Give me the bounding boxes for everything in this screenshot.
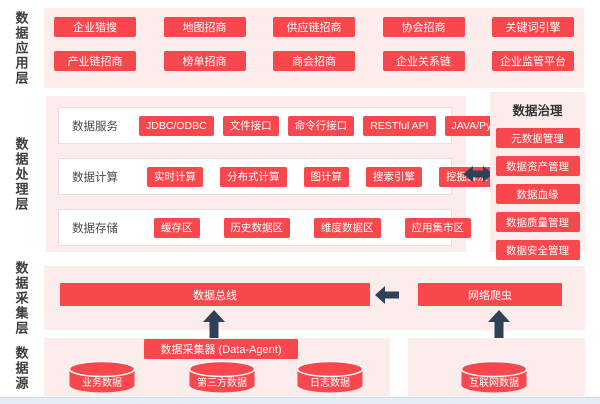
data-service-row: 数据服务 JDBC/ODBC 文件接口 命令行接口 RESTful API JA… [58,107,540,144]
compute-chip-graph: 图计算 [303,166,349,187]
svg-text:日志数据: 日志数据 [310,376,350,389]
app-chip-enterprise-relation: 企业关系链 [382,51,465,71]
app-chip-association-investment: 协会招商 [382,17,465,37]
source-left-panel: 数据采集器 (Data-Agent) 业务数据 第三方数据 日志数据 [44,338,390,396]
processing-layer-panel: 数据服务 JDBC/ODBC 文件接口 命令行接口 RESTful API JA… [46,96,540,252]
gov-chip-data-quality: 数据质量管理 [495,212,580,232]
service-chip-file-interface: 文件接口 [222,115,279,136]
app-chip-enterprise-search: 企业猎搜 [54,17,136,37]
app-chip-supplychain-investment: 供应链招商 [273,17,355,37]
app-chip-enterprise-supervision: 企业监管平台 [492,51,574,71]
app-chip-chamber-investment: 商会招商 [273,51,355,71]
gov-chip-metadata: 元数据管理 [495,128,580,148]
storage-chip-history: 历史数据区 [223,217,290,238]
app-chip-keyword-engine: 关键词引擎 [492,17,574,37]
up-arrow-icon [203,310,225,341]
up-arrow-icon [488,310,510,341]
governance-list: 元数据管理 数据资产管理 数据血缘 数据质量管理 数据安全管理 [490,128,585,260]
thirdparty-data-cylinder: 第三方数据 [188,360,256,393]
service-chip-restful-api: RESTful API [363,115,436,136]
gov-chip-data-lineage: 数据血缘 [495,184,580,204]
service-chip-jdbc-odbc: JDBC/ODBC [139,115,214,136]
data-bus-bar: 数据总线 [60,283,370,306]
storage-chip-cache: 缓存区 [154,217,200,238]
app-chip-map-investment: 地图招商 [163,17,246,37]
bottom-edge-strip [0,397,600,404]
layer-label-collection: 数据采集层 [13,260,29,336]
source-right-panel: 互联网数据 [408,338,585,396]
data-agent-bar: 数据采集器 (Data-Agent) [144,339,298,359]
gov-chip-data-security: 数据安全管理 [495,240,580,260]
business-data-cylinder: 业务数据 [68,360,136,393]
compute-chip-distributed: 分布式计算 [220,166,287,187]
svg-text:互联网数据: 互联网数据 [469,376,519,389]
layer-label-processing: 数据处理层 [13,136,29,212]
web-crawler-bar: 网络爬虫 [418,283,562,306]
governance-panel: 数据治理 元数据管理 数据资产管理 数据血缘 数据质量管理 数据安全管理 [490,92,585,260]
collection-layer-panel: 数据总线 网络爬虫 [44,266,585,330]
compute-chip-realtime: 实时计算 [147,166,203,187]
storage-chip-app-mart: 应用集市区 [404,217,471,238]
layer-label-application: 数据应用层 [13,10,29,86]
layer-label-source: 数据源 [13,345,29,391]
application-row-2: 产业链招商 榜单招商 商会招商 企业关系链 企业监管平台 [54,51,574,71]
internet-data-cylinder: 互联网数据 [460,360,528,393]
service-chip-cli-interface: 命令行接口 [287,115,355,136]
compute-chip-search-engine: 搜索引擎 [366,166,422,187]
app-chip-ranking-investment: 榜单招商 [163,51,246,71]
svg-text:第三方数据: 第三方数据 [197,376,247,389]
data-storage-row: 数据存储 缓存区 历史数据区 维度数据区 应用集市区 [58,209,471,246]
gov-chip-data-asset: 数据资产管理 [495,156,580,176]
data-compute-label: 数据计算 [72,171,118,184]
governance-title: 数据治理 [512,104,563,118]
double-arrow-icon [463,166,493,182]
data-storage-label: 数据存储 [72,222,118,235]
application-row-1: 企业猎搜 地图招商 供应链招商 协会招商 关键词引擎 [54,17,574,37]
data-compute-row: 数据计算 实时计算 分布式计算 图计算 搜索引擎 挖掘算法 [58,158,495,195]
application-layer-panel: 企业猎搜 地图招商 供应链招商 协会招商 关键词引擎 产业链招商 榜单招商 商会… [44,8,584,88]
app-chip-industrychain-investment: 产业链招商 [54,51,136,71]
log-data-cylinder: 日志数据 [296,360,364,393]
storage-chip-dimension: 维度数据区 [314,217,381,238]
left-arrow-icon [375,286,399,304]
svg-text:业务数据: 业务数据 [82,376,122,389]
data-service-label: 数据服务 [72,120,118,133]
